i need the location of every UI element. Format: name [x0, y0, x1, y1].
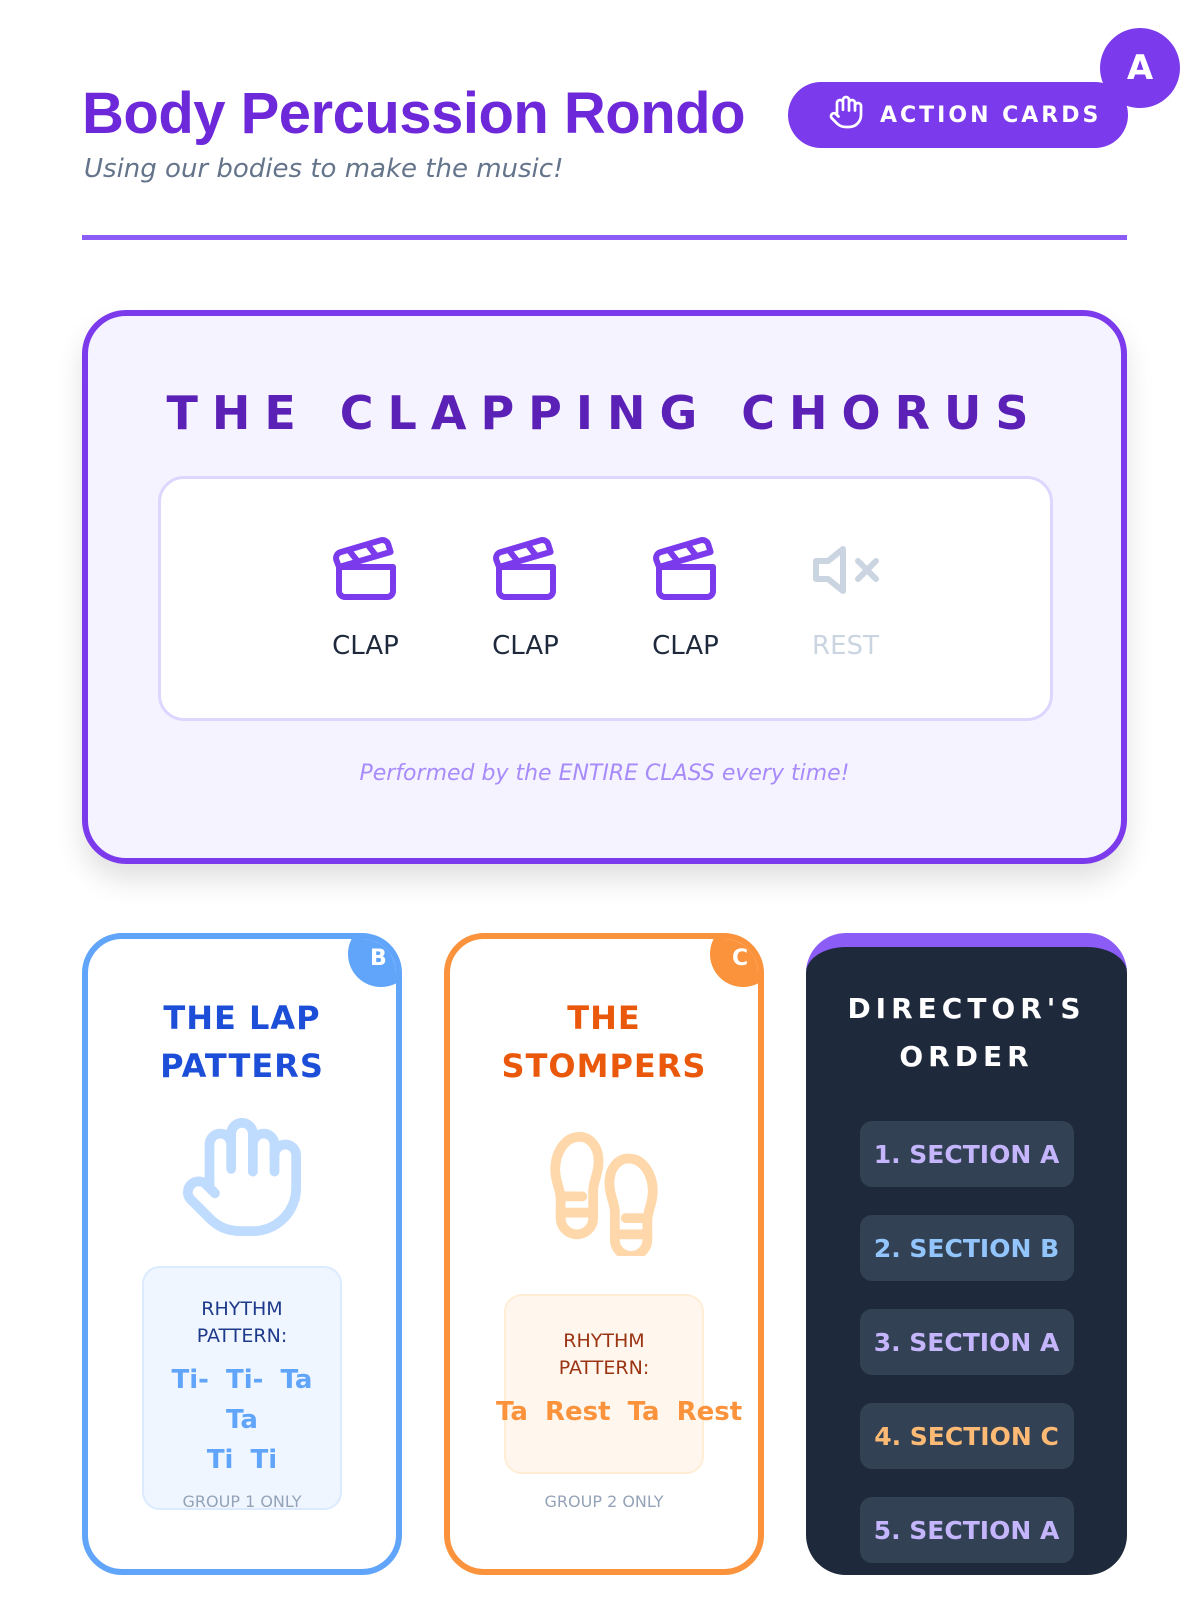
- rhythm-label: PATTERN:: [558, 1357, 650, 1379]
- beat-label: CLAP: [492, 631, 559, 661]
- beat-label: REST: [812, 631, 879, 661]
- rhythm-pattern-box: RHYTHM PATTERN: Ti- Ti- Ta Ta Ti Ti: [142, 1266, 342, 1510]
- rhythm-label: RHYTHM: [201, 1298, 283, 1320]
- rhythm-label: PATTERN:: [196, 1325, 288, 1347]
- beat-label: CLAP: [332, 631, 399, 661]
- hand-icon: [88, 1112, 396, 1246]
- order-list: 1. SECTION A 2. SECTION B 3. SECTION A 4…: [806, 1121, 1127, 1563]
- rhythm-label: RHYTHM: [563, 1330, 645, 1352]
- footprints-icon: [450, 1126, 758, 1261]
- card-title-line: PATTERS: [160, 1047, 324, 1085]
- section-c-badge: C: [710, 939, 758, 987]
- card-title-line: STOMPERS: [501, 1047, 707, 1085]
- order-step: 5. SECTION A: [859, 1497, 1074, 1563]
- rhythm-pattern: Ti Ti: [206, 1445, 278, 1475]
- beat-row: CLAP CLAP CLAP REST: [158, 476, 1053, 721]
- order-step: 2. SECTION B: [859, 1215, 1074, 1281]
- director-title-line: DIRECTOR'S: [847, 992, 1086, 1025]
- section-b-card: B THE LAP PATTERS RHYTHM PATTERN: Ti- Ti- …: [82, 933, 402, 1575]
- clapperboard-icon: [490, 534, 562, 613]
- beat-item: CLAP: [316, 534, 416, 718]
- order-step: 3. SECTION A: [859, 1309, 1074, 1375]
- clapperboard-icon: [650, 534, 722, 613]
- card-title-line: THE: [567, 999, 641, 1037]
- group-label: GROUP 1 ONLY: [182, 1492, 302, 1511]
- order-step: 1. SECTION A: [859, 1121, 1074, 1187]
- section-a-badge: A: [1100, 28, 1180, 108]
- clapperboard-icon: [330, 534, 402, 613]
- page-title: Body Percussion Rondo: [82, 81, 746, 146]
- header-divider: [82, 235, 1127, 240]
- group-label: GROUP 2 ONLY: [544, 1492, 664, 1511]
- action-cards-label: ACTION CARDS: [880, 102, 1102, 128]
- chorus-note: Performed by the ENTIRE CLASS every time…: [359, 761, 850, 786]
- action-cards-button[interactable]: ACTION CARDS: [788, 82, 1128, 148]
- beat-item: CLAP: [476, 534, 576, 718]
- beat-label: CLAP: [652, 631, 719, 661]
- chorus-title: THE CLAPPING CHORUS: [166, 386, 1043, 440]
- card-title-line: THE LAP: [163, 999, 321, 1037]
- director-title-line: ORDER: [899, 1040, 1034, 1073]
- beat-item: REST: [796, 534, 896, 718]
- muted-speaker-icon: [810, 534, 882, 613]
- section-c-card: C THE STOMPERS RHYTHM PATTERN: Ta Rest Ta …: [444, 933, 764, 1575]
- beat-item: CLAP: [636, 534, 736, 718]
- hand-icon: [828, 94, 864, 136]
- section-b-badge: B: [348, 939, 396, 987]
- page-subtitle: Using our bodies to make the music!: [84, 154, 564, 184]
- order-step: 4. SECTION C: [859, 1403, 1074, 1469]
- rhythm-pattern: Ti- Ti- Ta Ta: [171, 1365, 313, 1435]
- rhythm-pattern-box: RHYTHM PATTERN: Ta Rest Ta Rest: [496, 1294, 742, 1474]
- rhythm-pattern: Ta Rest Ta Rest: [496, 1397, 743, 1427]
- clapping-chorus-card: THE CLAPPING CHORUS CLAP CLAP CLAP REST …: [82, 310, 1127, 864]
- directors-order-card: DIRECTOR'S ORDER 1. SECTION A 2. SECTION …: [806, 933, 1127, 1575]
